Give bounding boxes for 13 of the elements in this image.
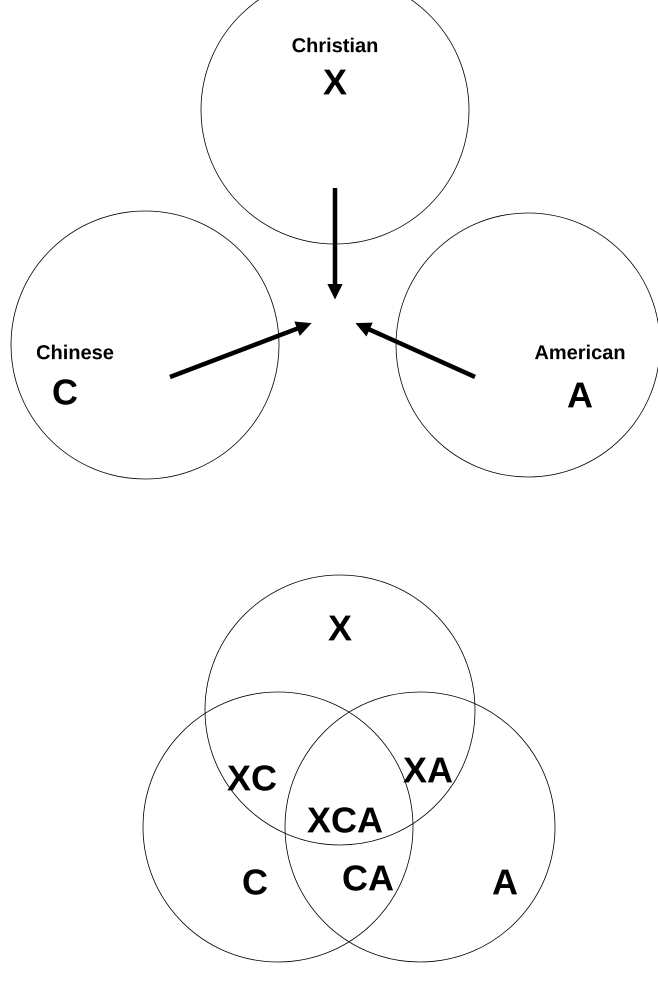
circle-title: Chinese xyxy=(36,344,114,360)
region-label: XA xyxy=(403,758,452,782)
circle-title: American xyxy=(534,344,624,360)
set-letter: X xyxy=(328,616,352,640)
set-letter: C xyxy=(243,869,268,895)
set-letter: A xyxy=(492,870,518,894)
set-letter: C xyxy=(53,379,78,405)
region-label: CA xyxy=(343,865,394,891)
set-letter: A xyxy=(568,382,592,408)
circle-title: Christian xyxy=(292,38,378,52)
region-label: XC xyxy=(227,765,276,791)
region-label: XCA xyxy=(307,807,382,833)
set-letter: X xyxy=(323,70,347,94)
